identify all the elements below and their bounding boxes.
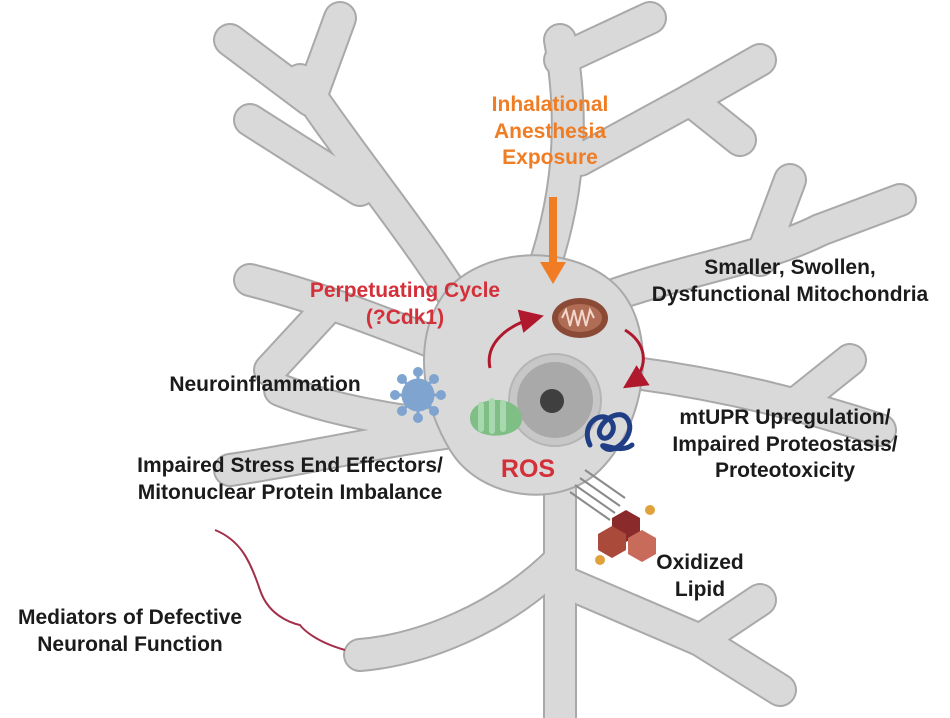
virus-icon: [390, 367, 446, 423]
cycle-label: Perpetuating Cycle (?Cdk1): [309, 279, 501, 329]
ros-molecule-icon: [470, 398, 523, 436]
mitochondria-label: Smaller, Swollen, Dysfunctional Mitochon…: [651, 256, 929, 306]
bracket: [214, 529, 346, 651]
nucleus-icon: [508, 353, 602, 447]
mediators-label: Mediators of Defective Neuronal Function: [17, 606, 243, 656]
cycle-arrow: [487, 309, 650, 389]
ros-label: ROS: [500, 455, 556, 483]
neuroinflammation-label: Neuroinflammation: [169, 373, 361, 396]
mtupr-label: mtUPR Upregulation/ Impaired Proteostasi…: [672, 406, 898, 483]
oxidized-lipid-label: Oxidized Lipid: [656, 551, 744, 601]
misfolded-protein-icon: [585, 412, 635, 452]
exposure-arrow: [540, 197, 566, 284]
mitochondrion-icon: [552, 298, 608, 338]
stress-effectors-label: Impaired Stress End Effectors/ Mitonucle…: [137, 454, 443, 504]
oxidized-lipid-icon: [569, 469, 656, 565]
exposure-label: Inhalational Anesthesia Exposure: [491, 93, 609, 170]
